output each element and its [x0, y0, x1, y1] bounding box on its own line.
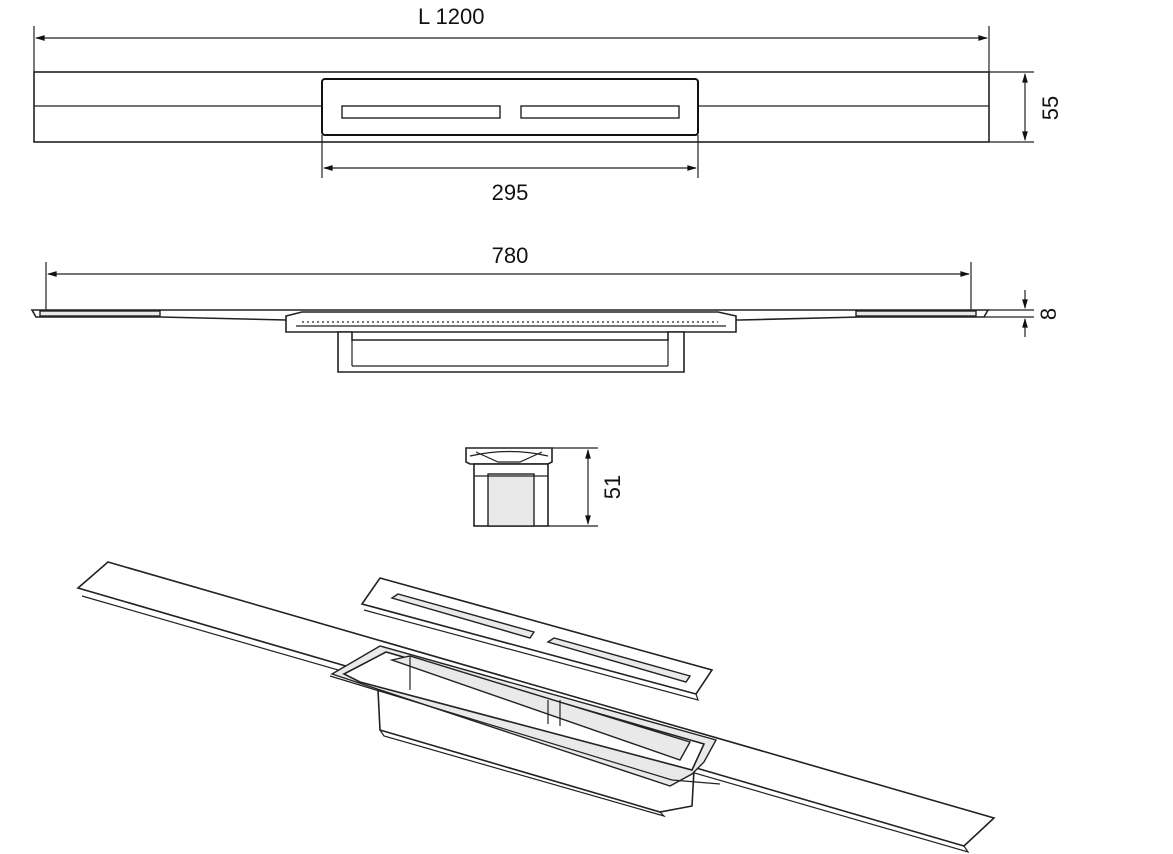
iso-grate: [360, 577, 714, 695]
end-view: 51: [465, 447, 625, 527]
flange-thickness-label: 8: [1036, 308, 1061, 320]
body-height-dimension-label: 51: [600, 475, 625, 499]
iso-grate-slot-left: [390, 593, 536, 639]
iso-grate-slot-right: [546, 637, 692, 683]
isometric-view: [76, 561, 996, 854]
drain-body-profile: [337, 331, 685, 373]
top-view: L 1200 55 295: [33, 4, 1063, 205]
plate-width-dimension-label: 780: [492, 243, 529, 268]
side-view: 780 8: [30, 243, 1061, 373]
grate-slot-left: [341, 105, 501, 119]
height-dimension-label: 55: [1038, 96, 1063, 120]
grate-width-dimension-label: 295: [492, 180, 529, 205]
length-dimension-label: L 1200: [418, 4, 484, 29]
grate-slot-right: [520, 105, 680, 119]
grate-top-outline: [321, 78, 699, 136]
